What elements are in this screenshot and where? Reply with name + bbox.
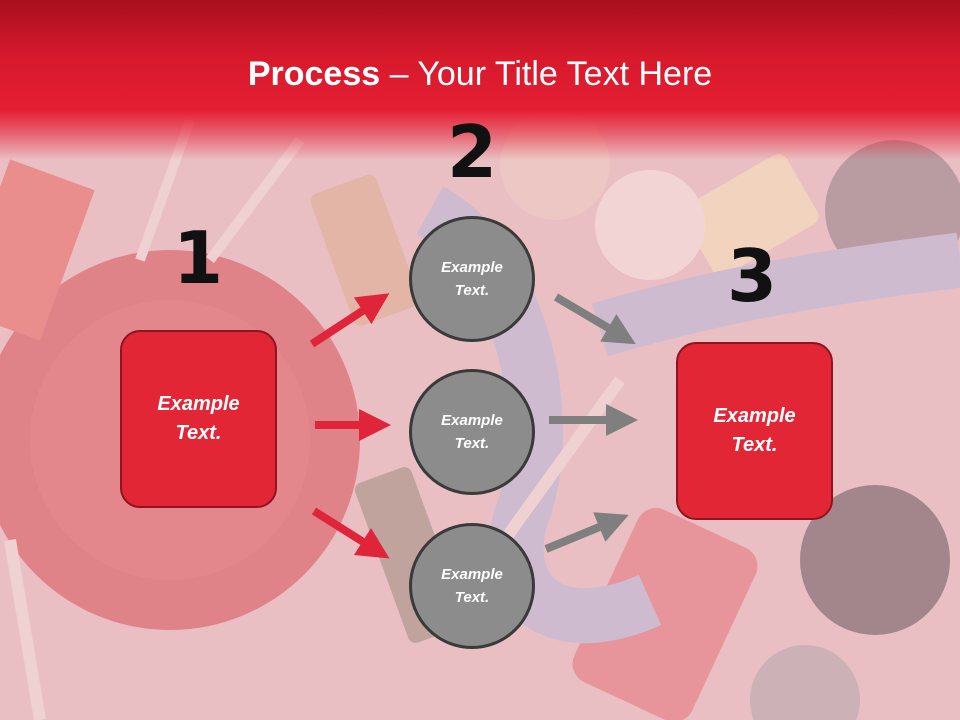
title-bold: Process [247,55,381,93]
step-box-1[interactable]: Example Text. [120,330,277,508]
title-band [0,0,960,160]
process-circle-3[interactable]: Example Text. [409,523,535,649]
slide-title: Process – Your Title Text Here [0,52,960,96]
step-number-2: 2 [446,110,498,194]
arrow-red-down [311,507,390,559]
step-number-1: 1 [172,216,224,300]
process-circle-1-text: Example Text. [441,259,503,299]
title-rest: – Your Title Text Here [380,55,713,93]
arrow-gray-up [544,512,629,553]
process-circle-3-text: Example Text. [441,566,503,606]
process-circle-2[interactable]: Example Text. [409,369,535,495]
process-circle-1[interactable]: Example Text. [409,216,535,342]
arrow-red-up [309,293,390,348]
step-box-1-text: Example Text. [157,393,240,444]
step-number-3: 3 [726,234,778,318]
process-circle-2-text: Example Text. [441,412,503,452]
step-box-3[interactable]: Example Text. [676,342,833,520]
step-box-3-text: Example Text. [713,405,796,456]
arrow-gray-down [553,293,636,345]
